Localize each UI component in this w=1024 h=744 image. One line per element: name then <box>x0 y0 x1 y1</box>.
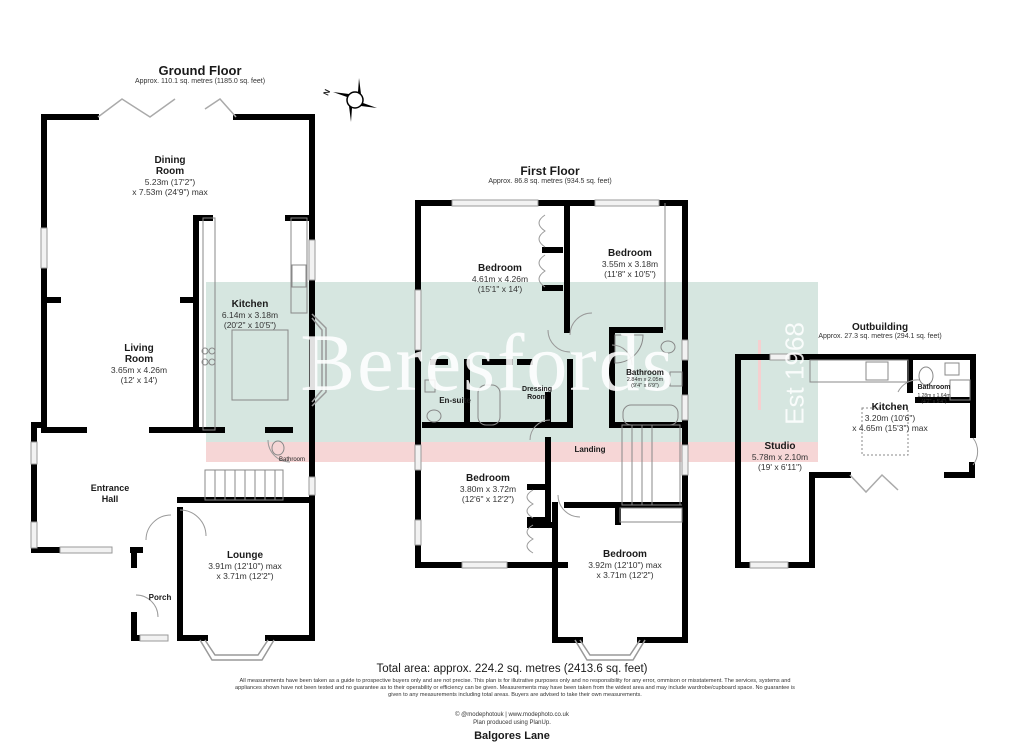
room-lounge: Lounge 3.91m (12'10") max x 3.71m (12'2"… <box>208 550 282 581</box>
outbuilding-area: Approx. 27.3 sq. metres (294.1 sq. feet) <box>818 333 942 340</box>
room-kitchen: Kitchen 6.14m x 3.18m (20'2" x 10'5") <box>221 299 279 330</box>
room-out-bathroom: Bathroom 1.28m x 1.64m (4'2" x 5'4") <box>917 384 951 405</box>
ground-floor-title: Ground Floor <box>158 63 242 78</box>
outbuilding-header: Outbuilding Approx. 27.3 sq. metres (294… <box>780 322 980 340</box>
room-bedroom-1: Bedroom 4.61m x 4.26m (15'1" x 14') <box>471 263 529 294</box>
disclaimer: All measurements have been taken as a gu… <box>235 678 795 698</box>
credits: © @modephotouk | www.modephoto.co.uk Pla… <box>455 712 569 726</box>
first-floor-area: Approx. 86.8 sq. metres (934.5 sq. feet) <box>488 178 612 185</box>
room-bedroom-4: Bedroom 3.92m (12'10") max x 3.71m (12'2… <box>588 549 662 580</box>
outbuilding-title: Outbuilding <box>851 322 909 333</box>
room-first-bathroom: Bathroom 2.84m x 2.05m (9'4" x 6'9") <box>626 368 664 389</box>
room-ensuite: En-suite <box>439 396 471 405</box>
watermark-stripe <box>206 442 818 462</box>
room-landing: Landing <box>574 445 606 454</box>
room-studio: Studio 5.78m x 2.10m (19' x 6'11") <box>751 441 809 472</box>
street-name: Balgores Lane <box>474 730 550 742</box>
room-dressing: Dressing Room <box>522 386 552 401</box>
room-bedroom-3: Bedroom 3.80m x 3.72m (12'6" x 12'2") <box>459 473 517 504</box>
ground-floor-header: Ground Floor Approx. 110.1 sq. metres (1… <box>80 63 320 85</box>
watermark-divider <box>758 340 761 410</box>
room-out-kitchen: Kitchen 3.20m (10'6") x 4.65m (15'3") ma… <box>852 402 928 433</box>
room-entrance-hall: Entrance Hall <box>90 483 130 504</box>
room-dining: Dining Room 5.23m (17'2") x 7.53m (24'9"… <box>132 155 208 197</box>
room-bedroom-2: Bedroom 3.55m x 3.18m (11'8" x 10'5") <box>601 248 659 279</box>
first-floor-title: First Floor <box>520 164 580 178</box>
compass-icon <box>333 78 377 122</box>
room-porch: Porch <box>148 593 172 602</box>
watermark-brand: Beresfords <box>300 317 676 408</box>
room-ground-bathroom: Bathroom <box>278 457 305 463</box>
first-floor-header: First Floor Approx. 86.8 sq. metres (934… <box>440 164 660 185</box>
room-living: Living Room 3.65m x 4.26m (12' x 14') <box>110 343 168 385</box>
total-area: Total area: approx. 224.2 sq. metres (24… <box>376 663 648 675</box>
ground-floor-area: Approx. 110.1 sq. metres (1185.0 sq. fee… <box>134 78 266 85</box>
